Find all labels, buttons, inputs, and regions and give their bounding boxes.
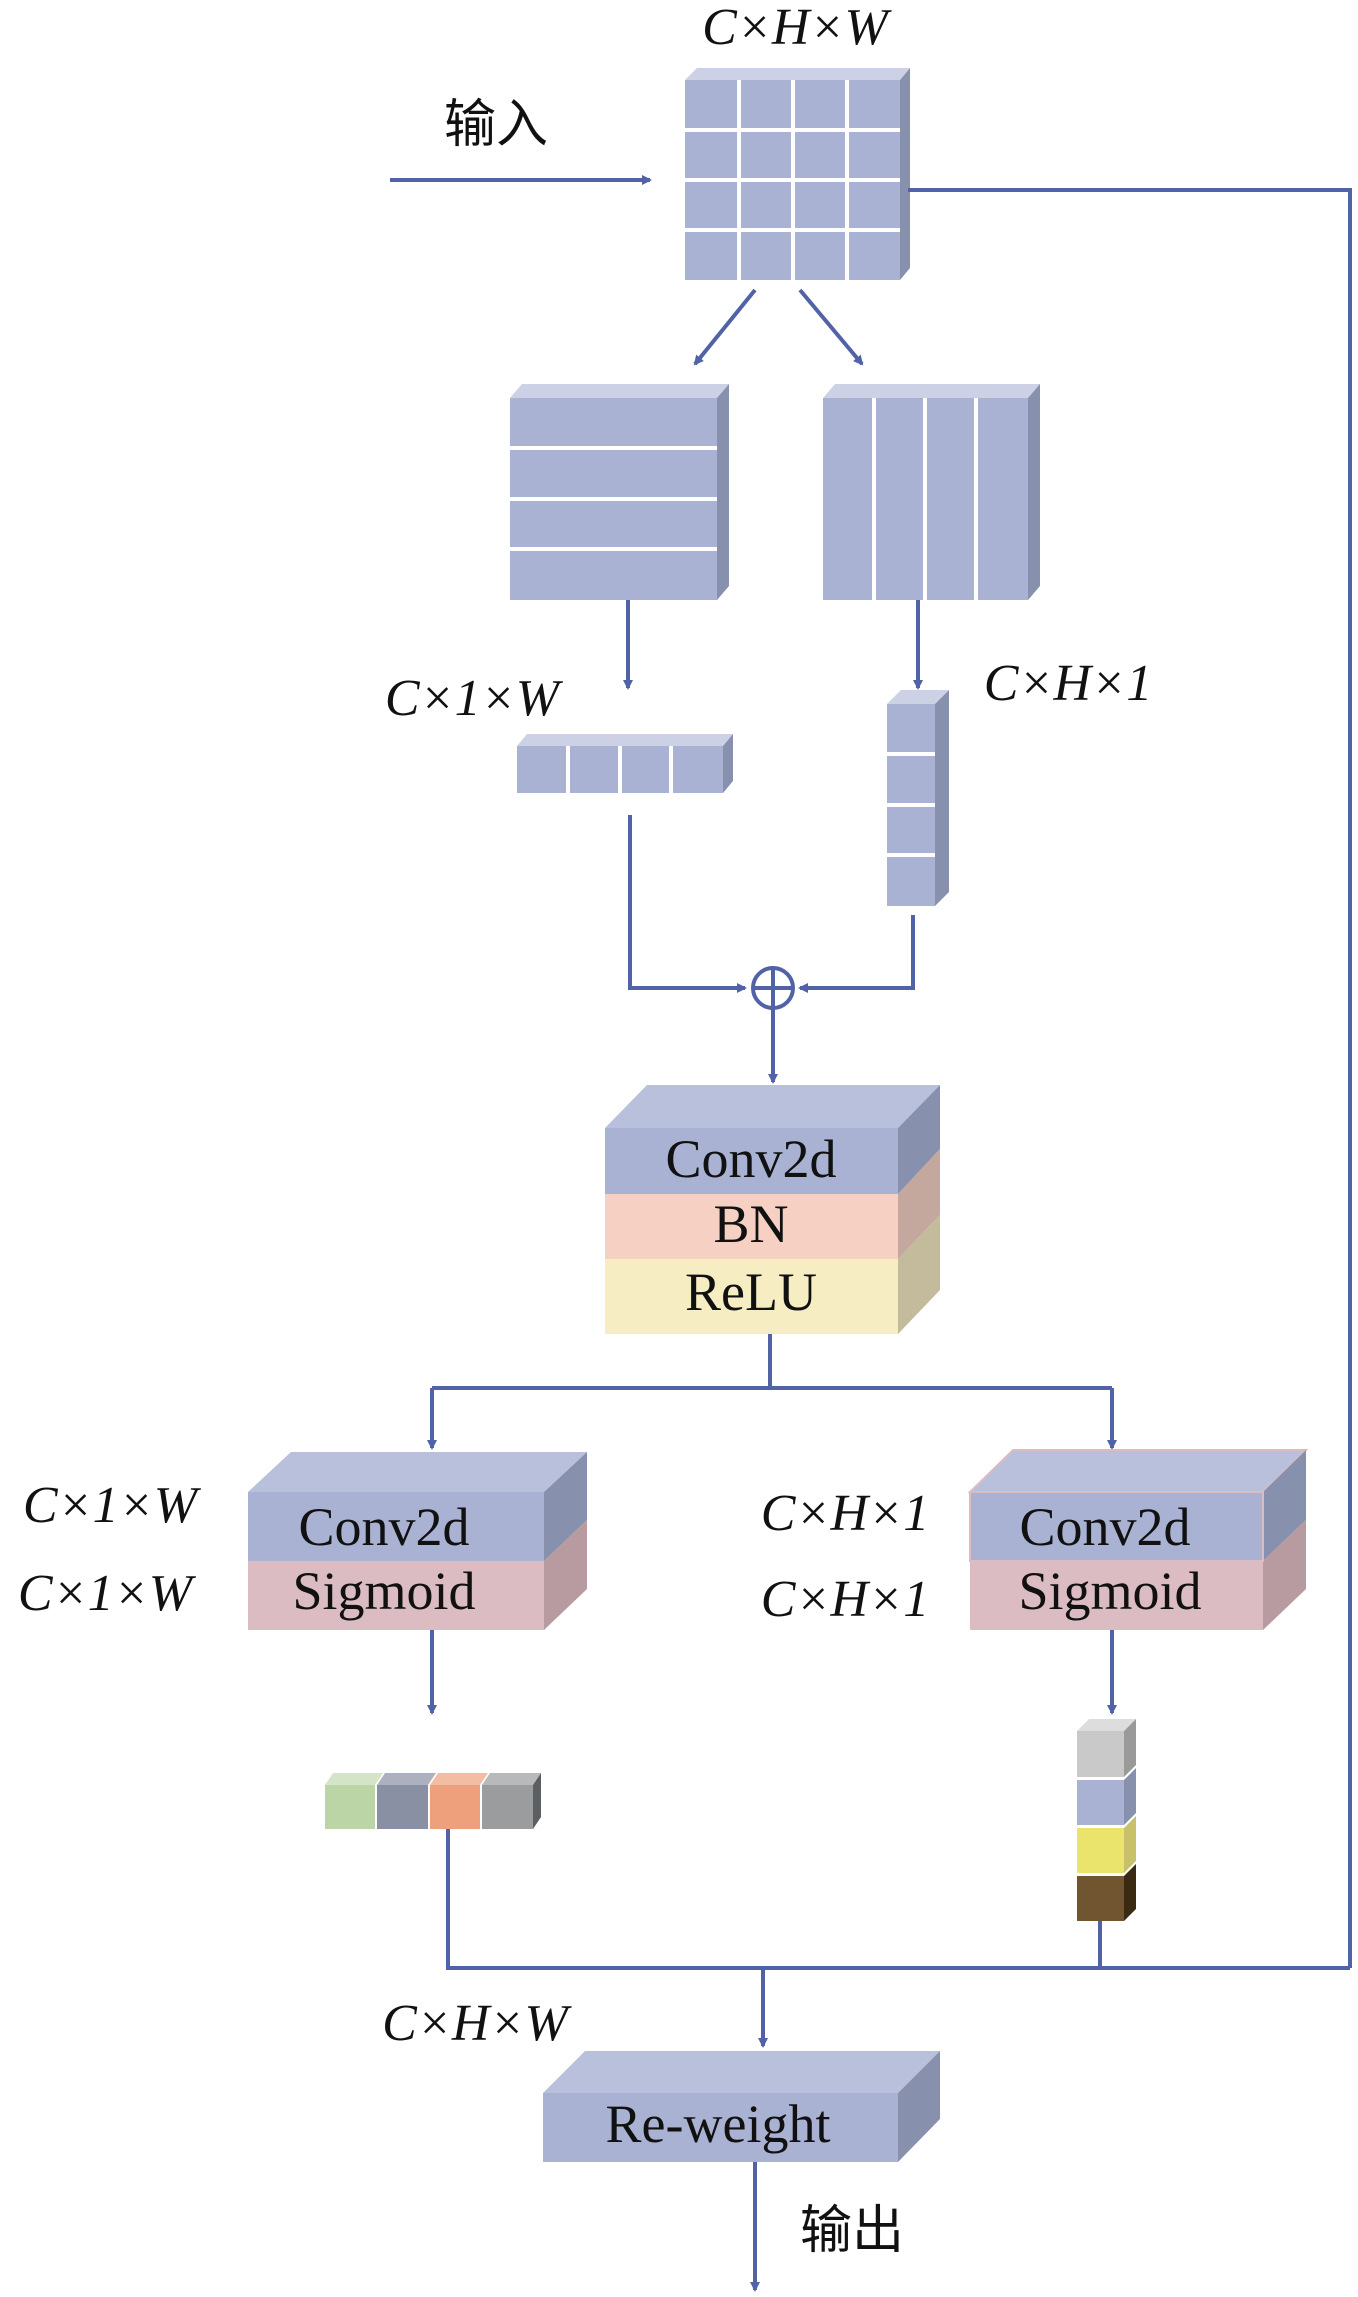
col-to-add-edge [798,915,915,993]
right-sigmoid-label: Sigmoid [1018,1561,1201,1621]
shared-conv-label: Conv2d [665,1129,836,1189]
row-pool-dims-label: C×1×W [385,670,564,727]
shared-conv-block: Conv2d BN ReLU [605,1085,940,1334]
input-label: 输入 [444,95,548,155]
reweight-layer [543,2093,898,2162]
add-node [751,966,795,1010]
row-weight-3 [430,1785,480,1829]
shared-bn-layer [605,1194,898,1259]
left-sigmoid-layer [248,1561,544,1630]
row-weight-4 [482,1785,533,1829]
right-branch-block: Conv2d Sigmoid [967,1449,1309,1630]
shared-bn-label: BN [713,1194,788,1254]
right-conv-label: Conv2d [1019,1497,1190,1557]
left-branch-dims-label-2: C×1×W [18,1565,197,1622]
right-branch-dims-label-2: C×H×1 [761,1571,929,1628]
reweight-dims-label: C×H×W [382,1995,572,2052]
left-sigmoid-label: Sigmoid [292,1561,475,1621]
left-branch-block: Conv2d Sigmoid [248,1452,587,1630]
shared-relu-layer [605,1259,898,1334]
reweight-label: Re-weight [606,2094,831,2154]
shared-relu-label: ReLU [685,1262,817,1322]
input-dims-label: C×H×W [702,0,892,56]
col-weight-1 [1077,1731,1124,1777]
col-weight-4 [1077,1876,1124,1921]
col-feature-vector [887,690,949,906]
split-arrow-right [798,288,864,366]
row-weights-to-merge-edge [446,1829,1350,1970]
left-conv-label: Conv2d [298,1497,469,1557]
reweight-block: Re-weight [543,2051,940,2162]
col-pool-dims-label: C×H×1 [984,655,1152,712]
residual-skip-edge [908,188,1352,1968]
shared-conv-layer [605,1128,898,1194]
right-sigmoid-layer [970,1561,1263,1630]
row-attention-weights [325,1773,541,1829]
input-tensor [685,68,910,280]
col-weight-3 [1077,1828,1124,1873]
right-branch-dims-label-1: C×H×1 [761,1485,929,1542]
row-pool-tensor [510,384,729,600]
col-weight-2 [1077,1780,1124,1825]
col-pool-tensor [823,384,1040,600]
split-arrow-left [693,288,757,366]
row-feature-vector [517,734,733,793]
row-weight-1 [325,1785,375,1829]
right-conv-layer [969,1491,1264,1562]
output-label: 输出 [800,2201,904,2261]
left-branch-dims-label-1: C×1×W [23,1477,202,1534]
row-weight-2 [377,1785,428,1829]
col-attention-weights [1077,1719,1136,1921]
row-to-add-edge [628,815,747,993]
left-conv-layer [248,1492,544,1561]
